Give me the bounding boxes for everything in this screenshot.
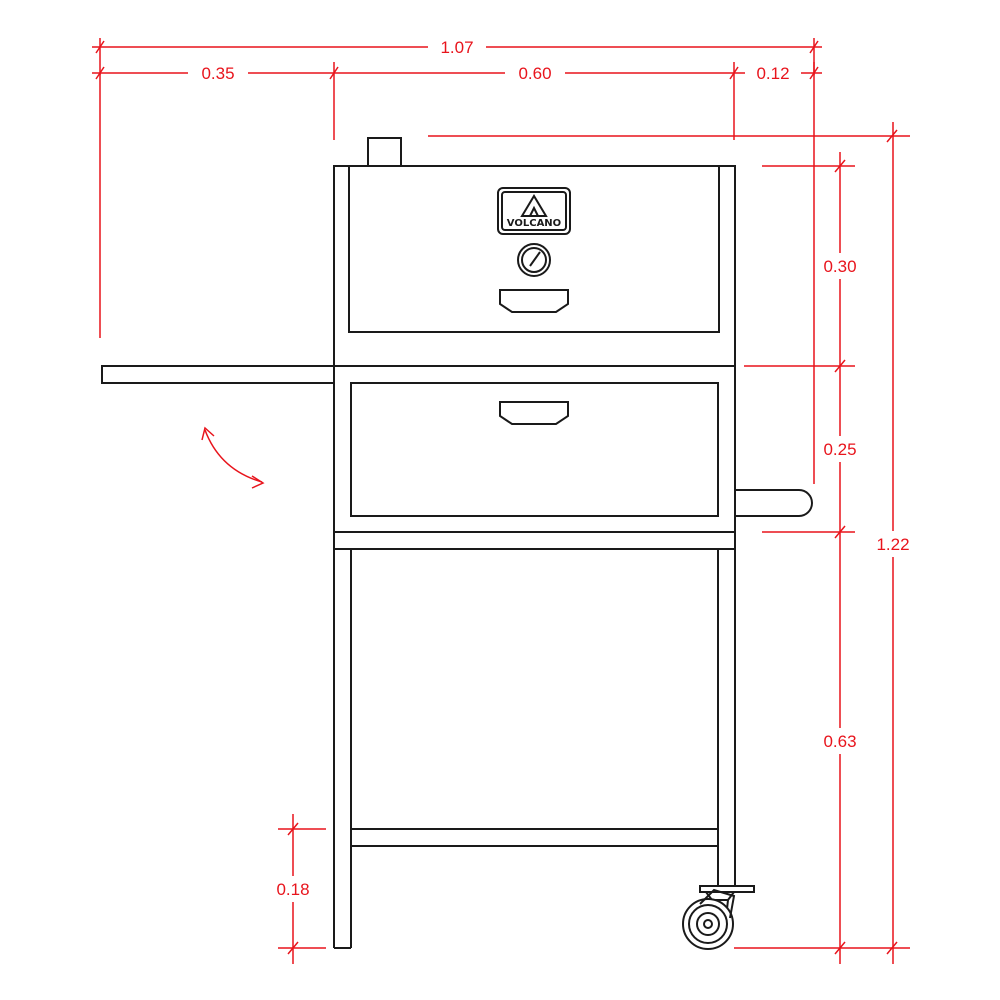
drawer-handle [499, 401, 569, 425]
cart-outline: VOLCANO [101, 137, 813, 950]
upper-door-handle [499, 289, 569, 313]
body-width-label: 0.60 [518, 64, 551, 83]
stand-height-label: 0.63 [823, 732, 856, 751]
lower-shelf [350, 828, 719, 847]
side-shelf [101, 365, 335, 384]
side-push-handle [735, 489, 813, 517]
thermometer-gauge-icon [517, 243, 551, 277]
chimney-stack [367, 137, 402, 167]
drawer-section [333, 365, 736, 533]
shelf-fold-rotation-arrow-icon [201, 426, 265, 489]
overall-height-label: 1.22 [876, 535, 909, 554]
dimension-lines [92, 38, 910, 964]
caster-wheel [682, 885, 755, 950]
upper-section-height-label: 0.30 [823, 257, 856, 276]
volcano-logo-badge: VOLCANO [497, 187, 571, 235]
handle-depth-label: 0.12 [756, 64, 789, 83]
stand-frame [333, 531, 736, 949]
overall-width-label: 1.07 [440, 38, 473, 57]
side-shelf-width-label: 0.35 [201, 64, 234, 83]
logo-text: VOLCANO [507, 218, 561, 229]
dimension-labels: 1.07 0.35 0.60 0.12 0.30 0.25 0.63 1.22 … [188, 36, 918, 902]
lower-shelf-height-label: 0.18 [276, 880, 309, 899]
drawer-section-height-label: 0.25 [823, 440, 856, 459]
